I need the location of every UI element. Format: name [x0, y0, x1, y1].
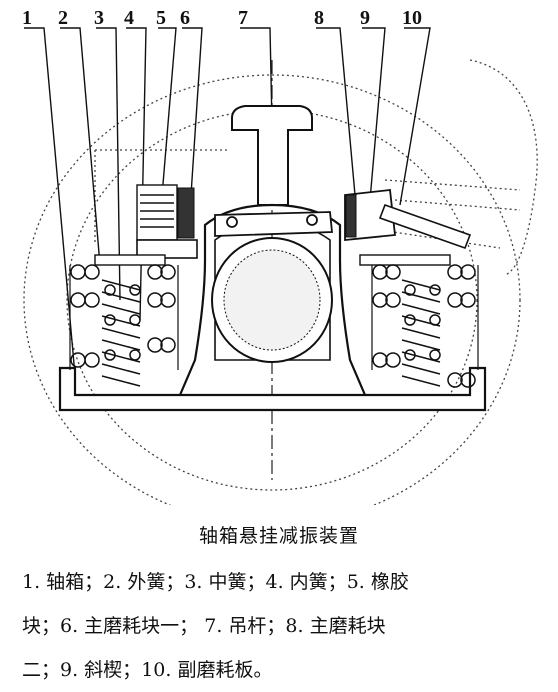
callout-4: 4 [124, 7, 134, 29]
right-spring-cap [359, 254, 451, 266]
left-spring-stack [70, 264, 176, 387]
callout-numbers: 1 2 3 4 5 6 7 8 9 10 [22, 7, 422, 29]
main-wear-block-1 [177, 187, 195, 239]
right-spring-stack [372, 264, 476, 388]
link-plate [214, 211, 333, 237]
legend-item: 块； [22, 615, 61, 637]
legend-item: 二； [22, 659, 61, 681]
callout-leaders [24, 27, 431, 376]
legend-item: 6. 主磨耗块一； [60, 615, 199, 637]
figure-legend: 1. 轴箱；2. 外簧；3. 中簧；4. 内簧；5. 橡胶 块；6. 主磨耗块一… [22, 560, 542, 692]
callout-2: 2 [58, 7, 68, 29]
callout-3: 3 [94, 7, 104, 29]
legend-line-1: 1. 轴箱；2. 外簧；3. 中簧；4. 内簧；5. 橡胶 [22, 560, 542, 604]
frame-left-dotted [94, 149, 230, 245]
callout-9: 9 [360, 7, 370, 29]
wedge [344, 189, 396, 241]
legend-item: 4. 内簧； [265, 571, 347, 593]
legend-item: 7. 吊杆； [204, 615, 286, 637]
legend-item: 2. 外簧； [103, 571, 185, 593]
legend-item: 9. 斜楔； [60, 659, 142, 681]
figure-title: 轴箱悬挂减振装置 [198, 525, 359, 547]
left-spring-cap [94, 254, 166, 266]
callout-5: 5 [156, 7, 166, 29]
left-support-bracket [136, 239, 198, 259]
legend-line-3: 二；9. 斜楔；10. 副磨耗板。 [22, 648, 542, 692]
callout-10: 10 [402, 7, 422, 29]
main-wear-block-2 [345, 194, 357, 238]
bearing [211, 237, 333, 363]
legend-item: 1. 轴箱； [22, 571, 104, 593]
spring-guide-lines [69, 265, 479, 370]
legend-item: 5. 橡胶 [346, 571, 409, 593]
auxiliary-wear-plate [378, 203, 472, 250]
callout-1: 1 [22, 7, 32, 29]
callout-7: 7 [238, 7, 248, 29]
hanger-rod [231, 105, 313, 206]
legend-item: 8. 主磨耗块 [285, 615, 386, 637]
suspension-diagram: 1 2 3 4 5 6 7 8 9 10 [22, 7, 538, 505]
rubber-block [136, 184, 178, 241]
frame-right-outline [469, 59, 538, 276]
legend-item: 10. 副磨耗板。 [141, 659, 273, 681]
legend-line-2: 块；6. 主磨耗块一； 7. 吊杆；8. 主磨耗块 [22, 604, 542, 648]
callout-8: 8 [314, 7, 324, 29]
legend-item: 3. 中簧； [184, 571, 266, 593]
callout-6: 6 [180, 7, 190, 29]
wheel-outer-outline [23, 74, 521, 505]
